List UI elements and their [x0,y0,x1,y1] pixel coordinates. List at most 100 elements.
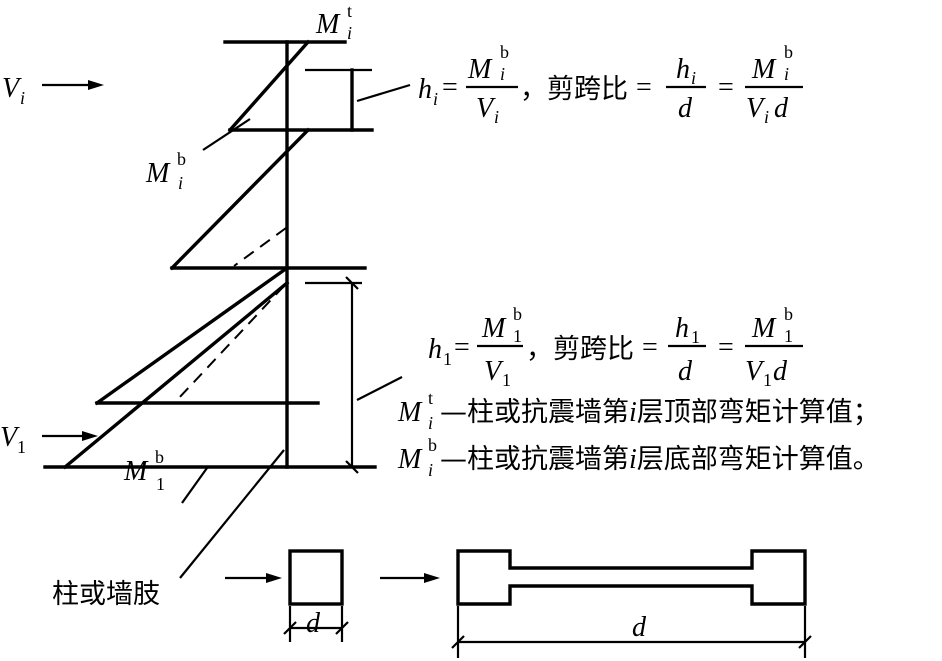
legend-0-text-a: —柱或抗震墙第 [440,397,629,428]
formula-1-f2-num: h [675,313,689,344]
legend-0-symbol: M [397,397,423,428]
formula-1-lhs: h [428,334,442,365]
label-bottom-moment-1: M b 1 [123,447,165,494]
label-shear-1-sub: 1 [17,437,26,457]
formula-i-eq3: = [718,72,734,103]
arrow-to-column-head [266,573,282,583]
formula-1-f1-num-sup: b [513,304,522,324]
formula-i-f3-num: M [751,54,777,85]
legend-1-sup: b [428,435,437,455]
label-top-moment-sup: t [347,1,352,21]
label-wall-width: d [632,612,647,643]
formula-1-f3-den: V [745,356,765,387]
formula-1-f1-den: V [484,356,504,387]
label-top-moment-symbol: M [315,9,341,40]
label-bottom-moment-1-symbol: M [123,456,149,487]
legend-1-symbol: M [397,444,423,475]
formula-i-f3-num-sup: b [784,42,793,62]
label-top-moment-sub: i [347,23,352,43]
label-shear-1: V 1 [0,422,26,457]
arrow-to-wall-head [424,573,440,583]
moment-diagonal-lower [94,265,290,406]
formula-1-eq2: = [642,332,658,363]
formula-1-eq3: = [718,332,734,363]
label-top-moment: M t i [315,1,352,43]
label-bottom-moment-i: M b i [145,149,186,193]
column-dim-tick-right [335,621,349,635]
leader-moment-1-bottom [181,467,208,504]
formula-1-f3-den-sub: 1 [763,370,772,390]
legend-0-description: —柱或抗震墙第i层顶部弯矩计算值； [440,397,880,428]
formula-i-f3-den-tail: d [774,93,789,124]
label-shear-1-symbol: V [0,422,20,453]
leader-hi [356,83,411,103]
legend-1-sub: i [428,460,433,480]
moment-dashed-extension-upper [233,227,287,267]
dimension-h1-tick-bottom [345,460,359,474]
wall-dim-tick-right [798,635,812,649]
formula-1-f3-den-tail: d [773,356,788,387]
formula-i-f1-num-sup: b [500,42,509,62]
formula-i-f1-den: V [476,93,496,124]
label-bottom-moment-i-symbol: M [145,158,171,189]
column-dim-tick-left [283,621,297,635]
formula-i-f1-num-sub: i [500,64,505,84]
formula-1-separator: ，剪跨比 [526,334,634,365]
wall-section-i-shape [456,549,807,606]
legend-bottom-moment: M b i —柱或抗震墙第i层底部弯矩计算值。 [397,435,880,480]
legend-top-moment: M t i —柱或抗震墙第i层顶部弯矩计算值； [397,388,880,433]
formula-1-f3-num-sup: b [784,304,793,324]
formula-i-lhs-sub: i [433,89,438,109]
moment-diagonal-first-story [62,280,290,470]
shear-arrow-i-head [88,80,104,90]
formula-1-f1-num: M [481,313,507,344]
leader-h1 [356,376,403,401]
formula-story-i: h i = M b i V i ，剪跨比 = h i d = M b i V i… [418,42,803,127]
formula-i-f3-den: V [746,93,766,124]
column-section-square [288,549,344,606]
formula-i-lhs: h [418,74,432,105]
formula-i-eq: = [442,72,458,103]
label-bottom-moment-i-sup: b [177,149,186,169]
formula-story-1: h 1 = M b 1 V 1 ，剪跨比 = h 1 d = M b 1 V 1… [428,304,803,390]
legend-0-text-b: 层顶部弯矩计算值； [637,397,880,428]
label-shear-i-sub: i [20,88,25,108]
label-bottom-moment-1-sub: 1 [156,474,165,494]
formula-1-f2-den: d [678,356,693,387]
shear-arrow-1-head [82,431,98,441]
legend-0-sub: i [428,413,433,433]
label-shear-i: V i [2,73,25,108]
formula-i-f1-den-sub: i [494,107,499,127]
formula-1-f3-num-sub: 1 [784,326,793,346]
leader-member [179,449,285,579]
formula-i-eq2: = [636,72,652,103]
label-column-width: d [306,608,321,639]
formula-i-f2-den: d [678,93,693,124]
label-member: 柱或墙肢 [52,579,160,610]
formula-1-f3-num: M [751,313,777,344]
dimension-h1-tick-top [345,276,359,290]
formula-i-f2-num: h [676,54,690,85]
legend-1-var: i [629,444,637,475]
formula-i-separator: ，剪跨比 [520,74,628,105]
legend-1-text-b: 层底部弯矩计算值。 [637,444,880,475]
formula-1-f1-den-sub: 1 [502,370,511,390]
legend-0-sup: t [428,388,433,408]
moment-diagonal-story-i [227,39,311,133]
label-bottom-moment-1-sup: b [155,447,164,467]
label-bottom-moment-i-sub: i [178,173,183,193]
legend-0-var: i [629,397,637,428]
wall-dim-tick-left [451,635,465,649]
formula-i-f1-num: M [467,54,493,85]
formula-1-f1-num-sub: 1 [513,326,522,346]
moment-diagonal-upper [169,127,311,271]
formula-i-f3-num-sub: i [784,64,789,84]
formula-i-f2-num-sub: i [691,68,696,88]
formula-1-eq: = [454,332,470,363]
formula-i-f3-den-sub: i [764,107,769,127]
leader-moment-i-bottom [202,118,251,151]
formula-1-lhs-sub: 1 [443,349,452,369]
legend-1-description: —柱或抗震墙第i层底部弯矩计算值。 [440,444,880,475]
